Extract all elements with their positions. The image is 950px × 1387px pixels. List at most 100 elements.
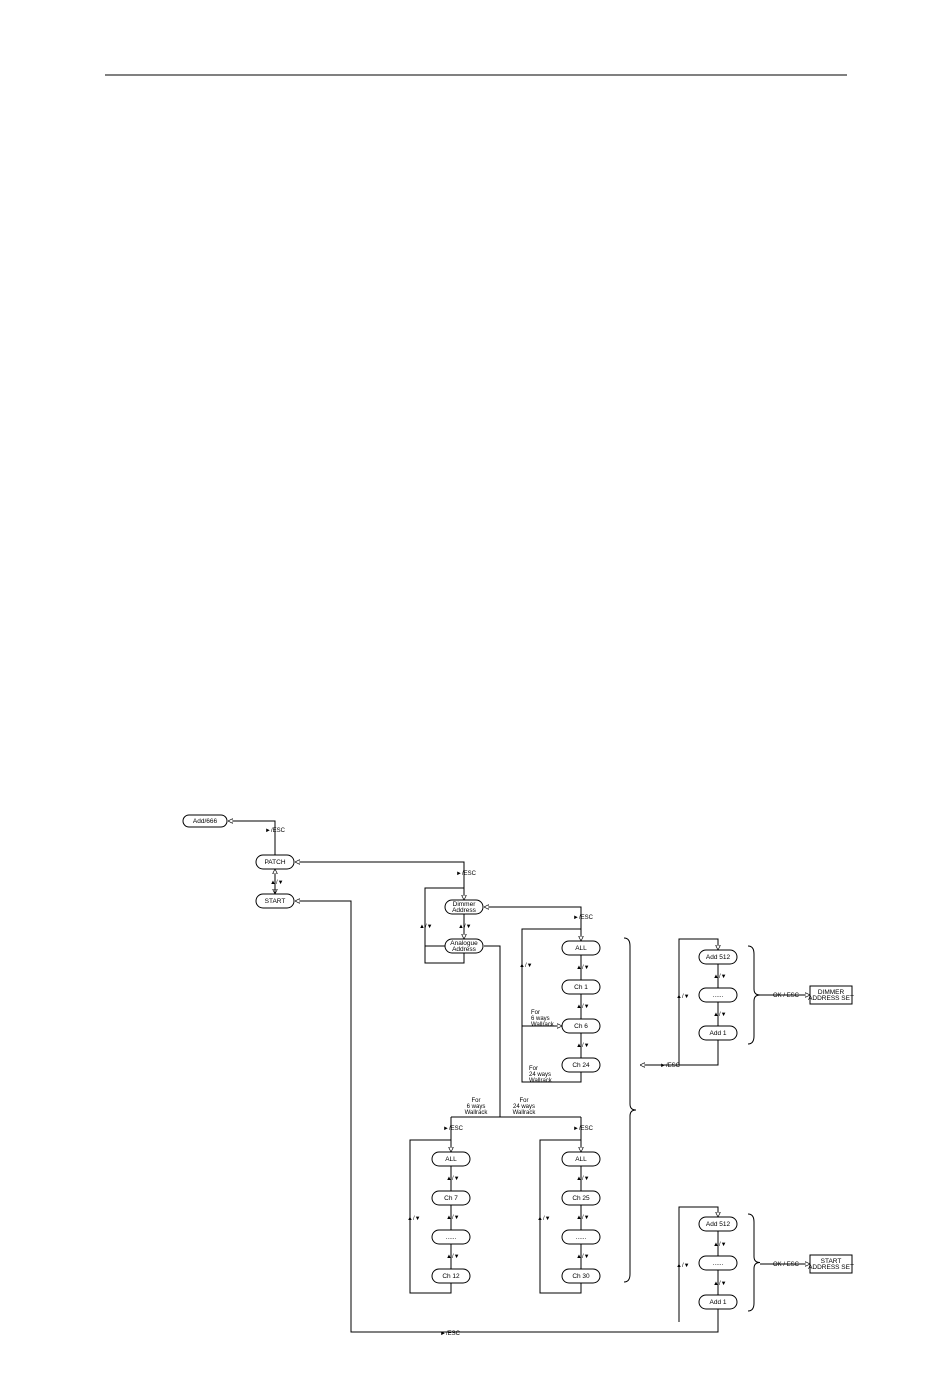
col3-dots-node-text: ...... bbox=[576, 1234, 587, 1241]
for6-label-col1: 6 ways bbox=[531, 1016, 550, 1022]
for24-label-split: For bbox=[520, 1098, 529, 1104]
esc-label-top: ►/ESC bbox=[265, 828, 286, 834]
col1-all-node: ALL bbox=[561, 940, 601, 956]
col2-ch12-node: Ch 12 bbox=[431, 1268, 471, 1284]
col2-ch7-node: Ch 7 bbox=[431, 1190, 471, 1206]
dimmer-address-set-box-text: DIMMER bbox=[818, 989, 845, 996]
col3-all-node: ALL bbox=[561, 1151, 601, 1167]
for24-label-split: 24 ways bbox=[513, 1104, 535, 1110]
updown-label-col1-b: ▲/▼ bbox=[576, 965, 590, 971]
updown-label-col3-d: ▲/▼ bbox=[576, 1254, 590, 1260]
patch-node-text: PATCH bbox=[264, 859, 285, 866]
esc-label-col3: ►/ESC bbox=[573, 1126, 594, 1132]
start-address-set-box-text: START bbox=[821, 1258, 842, 1265]
updown-label-addbot-c: ▲/▼ bbox=[713, 1281, 727, 1287]
start-address-set-box-text: ADDRESS SET bbox=[808, 1264, 854, 1271]
brace-channels bbox=[623, 937, 637, 1283]
updown-label-col2-d: ▲/▼ bbox=[446, 1254, 460, 1260]
updown-label-addbot-b: ▲/▼ bbox=[713, 1242, 727, 1248]
updown-label-addtop-b: ▲/▼ bbox=[713, 974, 727, 980]
ok-esc-label-top: OK / ESC bbox=[773, 993, 800, 999]
col1-esc bbox=[484, 907, 582, 941]
col1-ch1-node: Ch 1 bbox=[561, 979, 601, 995]
col1-ch24-node-text: Ch 24 bbox=[572, 1062, 590, 1069]
for24-label-col1: Wallrack bbox=[529, 1078, 553, 1084]
updown-label-col1-c: ▲/▼ bbox=[576, 1004, 590, 1010]
add-bottom-loop bbox=[678, 1206, 718, 1322]
col1-ch6-node: Ch 6 bbox=[561, 1018, 601, 1034]
dimmer-address-node-text: Address bbox=[452, 907, 477, 914]
connectors bbox=[228, 821, 810, 1333]
esc-label-col1: ►/ESC bbox=[573, 915, 594, 921]
labels: ►/ESC▲/▼►/ESC▲/▼▲/▼►/ESC▲/▼▲/▼▲/▼▲/▼For6… bbox=[265, 828, 800, 1337]
analogue-address-node-text: Address bbox=[452, 946, 477, 953]
col2-ch12-node-text: Ch 12 bbox=[442, 1273, 460, 1280]
patch-node: PATCH bbox=[255, 854, 295, 870]
updown-label-col3-b: ▲/▼ bbox=[576, 1176, 590, 1182]
updown-label-patch: ▲/▼ bbox=[270, 880, 284, 886]
add-top-dots-node-text: ...... bbox=[713, 992, 724, 999]
add-top-loop bbox=[678, 938, 718, 1066]
for24-label-col1: For bbox=[529, 1066, 538, 1072]
updown-label-dim2: ▲/▼ bbox=[458, 924, 472, 930]
col1-ch24-node: Ch 24 bbox=[561, 1057, 601, 1073]
for24-label-col1: 24 ways bbox=[529, 1072, 551, 1078]
add-bottom-dots-node-text: ...... bbox=[713, 1260, 724, 1267]
col3-ch30-node-text: Ch 30 bbox=[572, 1273, 590, 1280]
col1-loop bbox=[521, 928, 581, 1083]
ok-esc-label-bottom: OK / ESC bbox=[773, 1262, 800, 1268]
col3-dots-node: ...... bbox=[561, 1229, 601, 1245]
for6-label-split: 6 ways bbox=[467, 1104, 486, 1110]
col3-all-node-text: ALL bbox=[575, 1156, 587, 1163]
updown-label-col2-c: ▲/▼ bbox=[446, 1215, 460, 1221]
for6-label-col1: For bbox=[531, 1010, 540, 1016]
add-bottom-dots-node: ...... bbox=[698, 1255, 738, 1271]
esc-label-channels: ►/ESC bbox=[660, 1063, 681, 1069]
add-bottom-512-node-text: Add 512 bbox=[706, 1221, 731, 1228]
dimmer-address-node-text: Dimmer bbox=[453, 901, 477, 908]
updown-label-dim: ▲/▼ bbox=[419, 924, 433, 930]
for6-label-split: For bbox=[472, 1098, 481, 1104]
braces bbox=[623, 937, 761, 1312]
start-node-text: START bbox=[265, 898, 286, 905]
col3-loop bbox=[539, 1139, 582, 1294]
dimmer-to-patch bbox=[295, 862, 465, 900]
updown-label-col1-d: ▲/▼ bbox=[576, 1043, 590, 1049]
add-top-dots-node: ...... bbox=[698, 987, 738, 1003]
col2-loop bbox=[409, 1139, 452, 1294]
col1-ch6-node-text: Ch 6 bbox=[574, 1023, 588, 1030]
updown-label-addbot-a: ▲/▼ bbox=[676, 1263, 690, 1269]
addr-node-text: Add/666 bbox=[193, 818, 218, 825]
updown-label-col3-c: ▲/▼ bbox=[576, 1215, 590, 1221]
analogue-right bbox=[484, 945, 501, 1117]
col2-all-node: ALL bbox=[431, 1151, 471, 1167]
for24-label-split: Wallrack bbox=[513, 1110, 537, 1116]
for6-label-split: Wallrack bbox=[465, 1110, 489, 1116]
add-top-1-node: Add 1 bbox=[698, 1025, 738, 1041]
addr-node: Add/666 bbox=[182, 814, 228, 828]
esc-patch-to-addr bbox=[228, 821, 276, 855]
add-top-512-node-text: Add 512 bbox=[706, 954, 731, 961]
start-node: START bbox=[255, 893, 295, 909]
updown-label-addtop-c: ▲/▼ bbox=[713, 1012, 727, 1018]
col3-ch30-node: Ch 30 bbox=[561, 1268, 601, 1284]
add-bottom-1-node: Add 1 bbox=[698, 1294, 738, 1310]
for6-label-col1: Wallrack bbox=[531, 1022, 555, 1028]
col1-ch1-node-text: Ch 1 bbox=[574, 984, 588, 991]
analogue-address-node-text: Analogue bbox=[450, 940, 478, 947]
brace-add-bottom bbox=[747, 1213, 761, 1312]
esc-label-bottom: ►/ESC bbox=[440, 1331, 461, 1337]
esc-label-patch: ►/ESC bbox=[456, 871, 477, 877]
brace-add-top bbox=[747, 945, 761, 1045]
dim-ana-loop bbox=[424, 945, 465, 964]
col3-ch25-node-text: Ch 25 bbox=[572, 1195, 590, 1202]
updown-label-col1-a: ▲/▼ bbox=[519, 963, 533, 969]
updown-label-col2-b: ▲/▼ bbox=[446, 1176, 460, 1182]
esc-label-col2: ►/ESC bbox=[443, 1126, 464, 1132]
